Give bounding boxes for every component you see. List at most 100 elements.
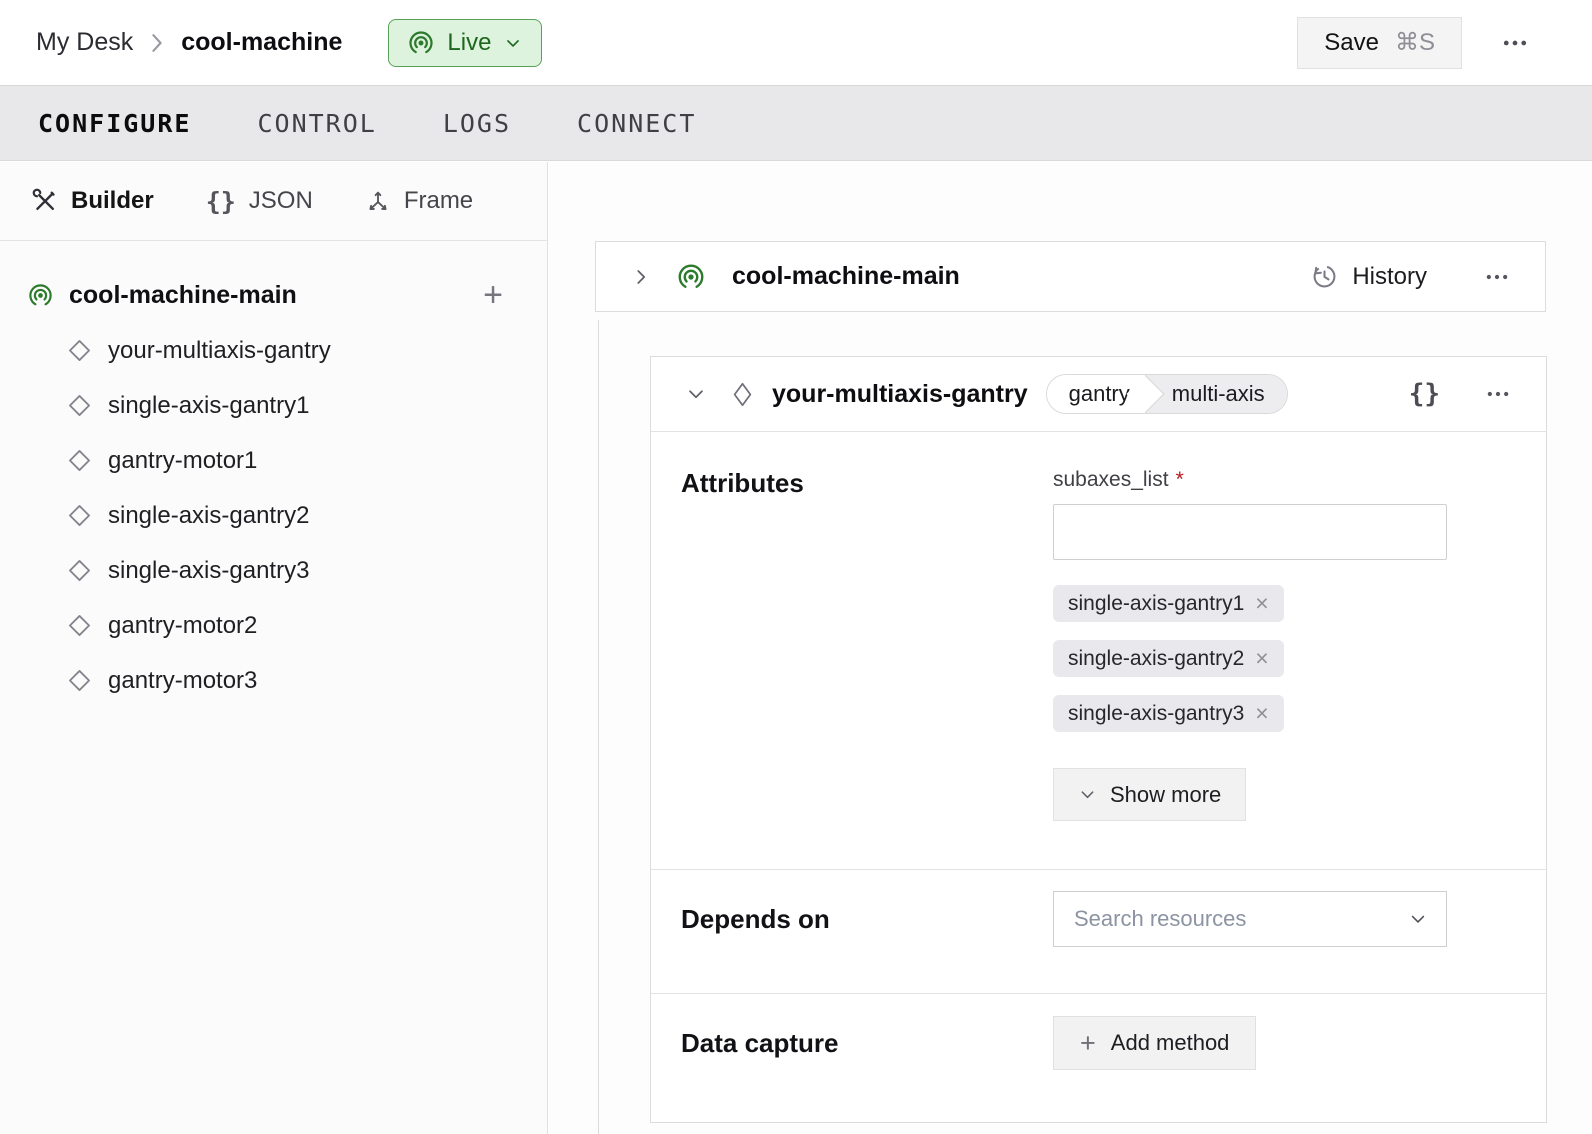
configure-sidebar: Builder {} JSON Frame — [0, 162, 548, 1134]
breadcrumb-current: cool-machine — [181, 28, 343, 56]
chip-label: single-axis-gantry1 — [1068, 591, 1245, 615]
tab-logs[interactable]: LOGS — [441, 103, 513, 144]
tree-item-label: single-axis-gantry3 — [108, 556, 310, 584]
tree-root-label: cool-machine-main — [69, 280, 297, 309]
expand-part-button[interactable] — [626, 262, 656, 292]
tree-root-row[interactable]: cool-machine-main + — [0, 267, 547, 323]
component-type-model-tag: gantry multi-axis — [1045, 374, 1288, 414]
depends-on-section: Depends on Search resources — [651, 869, 1546, 993]
diamond-icon — [69, 450, 90, 471]
subaxes-list-input[interactable] — [1053, 504, 1447, 560]
diamond-icon — [69, 395, 90, 416]
chevron-down-icon — [1411, 915, 1425, 923]
machine-part-card: cool-machine-main History — [595, 241, 1546, 312]
depends-on-search-select[interactable]: Search resources — [1053, 891, 1447, 947]
ellipsis-icon — [1487, 391, 1509, 397]
tree-item-label: single-axis-gantry2 — [108, 501, 310, 529]
tools-icon — [32, 188, 55, 210]
main-nav-tabs: CONFIGURE CONTROL LOGS CONNECT — [0, 85, 1592, 161]
chip-label: single-axis-gantry3 — [1068, 701, 1245, 725]
field-label-text: subaxes_list — [1053, 468, 1169, 491]
component-card-actions: {} — [1405, 375, 1516, 413]
depends-on-heading: Depends on — [681, 903, 830, 934]
tree-item-label: your-multiaxis-gantry — [108, 336, 331, 364]
tab-connect[interactable]: CONNECT — [575, 103, 698, 144]
tree-item-label: gantry-motor2 — [108, 611, 258, 639]
data-capture-body: + Add method — [1053, 1016, 1516, 1070]
diamond-icon — [69, 505, 90, 526]
subaxis-chip: single-axis-gantry2 × — [1053, 640, 1284, 677]
configure-main-panel: cool-machine-main History — [549, 162, 1592, 1134]
breadcrumb-parent-link[interactable]: My Desk — [36, 28, 134, 56]
data-capture-section: Data capture + Add method — [651, 993, 1546, 1122]
subaxes-list-field-label: subaxes_list * — [1053, 468, 1516, 492]
tree-item-your-multiaxis-gantry[interactable]: your-multiaxis-gantry — [0, 323, 547, 378]
add-resource-button[interactable]: + — [483, 276, 503, 314]
tree-item-gantry-motor3[interactable]: gantry-motor3 — [0, 653, 547, 708]
chevron-right-icon — [637, 269, 646, 284]
machine-live-status-dropdown[interactable]: Live — [388, 18, 543, 67]
tree-item-label: gantry-motor1 — [108, 446, 258, 474]
collapse-component-button[interactable] — [681, 379, 711, 409]
broadcast-icon — [29, 283, 52, 305]
subaxis-chip: single-axis-gantry1 × — [1053, 585, 1284, 622]
mode-frame[interactable]: Frame — [365, 187, 473, 215]
frame-axes-icon — [369, 191, 387, 211]
machine-part-more-menu-button[interactable] — [1479, 259, 1515, 295]
mode-json-label: JSON — [248, 187, 313, 214]
show-more-button[interactable]: Show more — [1053, 768, 1247, 821]
chip-remove-button[interactable]: × — [1255, 592, 1268, 615]
mode-json[interactable]: {} JSON — [206, 187, 313, 216]
plus-icon: + — [1080, 1027, 1096, 1058]
braces-icon: {} — [1408, 379, 1440, 409]
chevron-down-icon — [1081, 791, 1094, 799]
machine-part-title: cool-machine-main — [732, 262, 960, 290]
broadcast-icon — [409, 30, 433, 53]
diamond-icon — [69, 615, 90, 636]
save-shortcut: ⌘S — [1394, 29, 1435, 56]
search-resources-placeholder: Search resources — [1074, 906, 1247, 931]
braces-icon: {} — [205, 186, 236, 216]
component-card-header: your-multiaxis-gantry gantry multi-axis … — [651, 357, 1546, 432]
tree-item-gantry-motor2[interactable]: gantry-motor2 — [0, 598, 547, 653]
history-button[interactable]: History — [1304, 261, 1433, 292]
resource-tree: cool-machine-main + your-multiaxis-gantr… — [0, 241, 547, 708]
diamond-icon — [69, 670, 90, 691]
top-header: My Desk cool-machine Live Save ⌘S — [0, 0, 1592, 85]
nesting-connector-line — [598, 320, 599, 1134]
tab-control[interactable]: CONTROL — [255, 103, 378, 144]
broadcast-icon — [678, 264, 704, 288]
required-marker: * — [1175, 468, 1184, 491]
add-method-button[interactable]: + Add method — [1053, 1016, 1257, 1070]
tree-item-single-axis-gantry3[interactable]: single-axis-gantry3 — [0, 543, 547, 598]
show-more-label: Show more — [1110, 781, 1222, 807]
mode-frame-label: Frame — [403, 187, 474, 214]
close-icon: × — [1255, 590, 1269, 616]
chip-remove-button[interactable]: × — [1255, 647, 1268, 670]
tab-configure[interactable]: CONFIGURE — [36, 103, 193, 144]
diamond-icon — [69, 560, 90, 581]
tree-item-single-axis-gantry2[interactable]: single-axis-gantry2 — [0, 488, 547, 543]
component-card-your-multiaxis-gantry: your-multiaxis-gantry gantry multi-axis … — [650, 356, 1547, 1123]
depends-on-body: Search resources — [1053, 891, 1516, 947]
component-more-menu-button[interactable] — [1480, 376, 1516, 412]
chip-remove-button[interactable]: × — [1255, 702, 1268, 725]
tree-item-single-axis-gantry1[interactable]: single-axis-gantry1 — [0, 378, 547, 433]
attributes-section: Attributes subaxes_list * single-axis-gan… — [651, 432, 1546, 869]
component-json-toggle-button[interactable]: {} — [1405, 375, 1444, 413]
live-status-label: Live — [447, 28, 492, 56]
tree-item-gantry-motor1[interactable]: gantry-motor1 — [0, 433, 547, 488]
attributes-body: subaxes_list * single-axis-gantry1 × sing… — [1053, 468, 1516, 821]
diamond-icon — [733, 382, 752, 406]
machine-part-actions: History — [1304, 259, 1515, 295]
save-button[interactable]: Save ⌘S — [1297, 16, 1462, 69]
attributes-heading: Attributes — [681, 468, 804, 498]
subaxis-chip: single-axis-gantry3 × — [1053, 695, 1284, 732]
component-model-tag: multi-axis — [1145, 375, 1287, 413]
close-icon: × — [1255, 700, 1269, 726]
mode-builder-label: Builder — [71, 187, 154, 214]
header-more-menu-button[interactable] — [1496, 24, 1534, 62]
chevron-right-icon — [152, 33, 162, 52]
mode-builder[interactable]: Builder — [32, 187, 154, 215]
